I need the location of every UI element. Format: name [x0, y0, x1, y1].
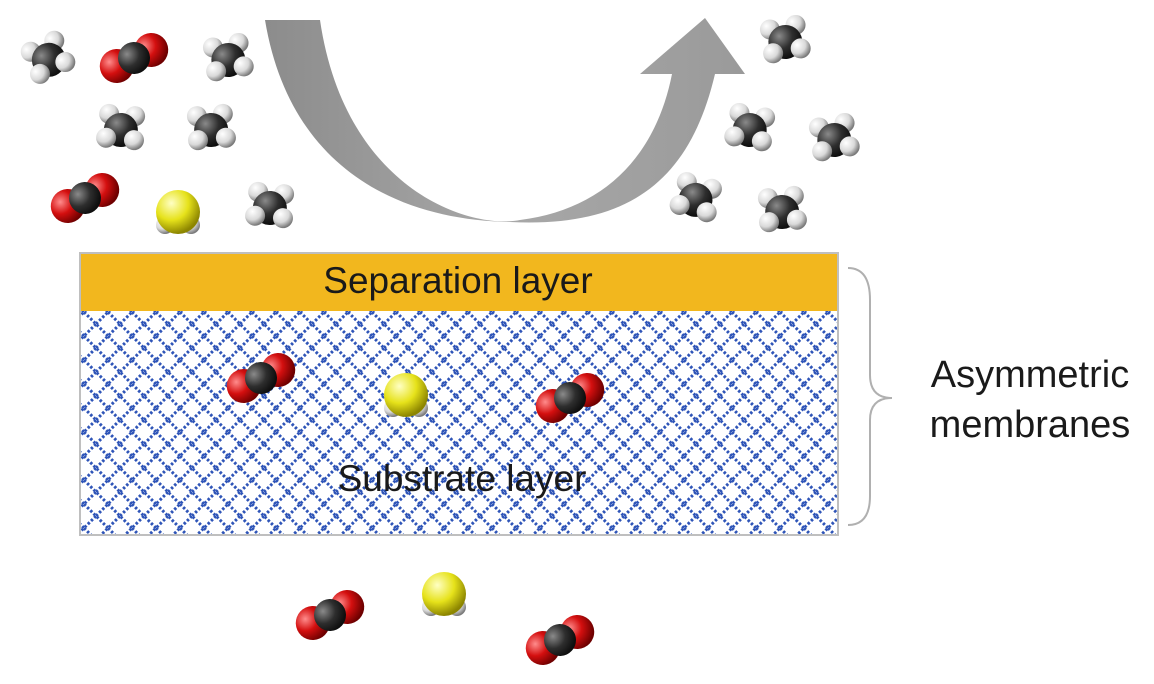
separation-layer-label: Separation layer [323, 260, 592, 301]
methane-molecule [757, 13, 813, 65]
h2s-molecule [384, 373, 428, 417]
h2s-molecule [156, 190, 200, 234]
methane-molecule [756, 184, 808, 234]
membrane-border [79, 252, 839, 536]
substrate-layer [80, 311, 838, 535]
asymmetric-membranes-label-line1: Asymmetric [931, 354, 1129, 396]
methane-molecule [200, 31, 256, 83]
co2-molecule [290, 584, 370, 646]
methane-molecule [722, 101, 778, 153]
co2-molecule [45, 167, 125, 229]
substrate-layer-label: Substrate layer [338, 458, 587, 499]
asymmetric-membranes-label-line2: membranes [930, 404, 1131, 446]
methane-molecule [95, 102, 147, 152]
methane-molecule [667, 169, 726, 225]
h2s-molecule [422, 572, 466, 616]
retentate-flow-arrow [265, 18, 745, 223]
co2-molecule [520, 609, 600, 671]
methane-molecule [16, 27, 79, 88]
methane-molecule [244, 180, 296, 230]
separation-layer [80, 253, 838, 311]
membrane-brace [847, 267, 893, 526]
co2-molecule [94, 27, 174, 89]
methane-molecule [806, 111, 862, 163]
methane-molecule [185, 102, 237, 152]
